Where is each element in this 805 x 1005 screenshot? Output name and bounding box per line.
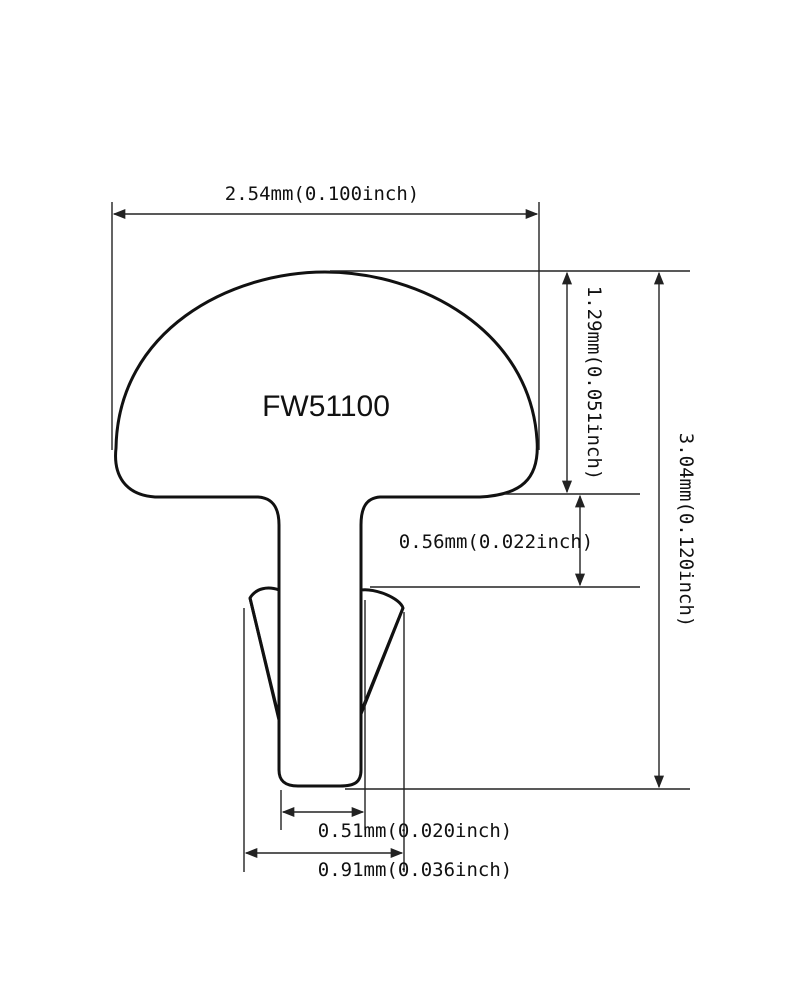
crown-width-label: 2.54mm(0.100inch) — [225, 183, 419, 205]
shoulder-gap-label: 0.56mm(0.022inch) — [399, 531, 593, 553]
tang-barb-right — [359, 588, 405, 714]
tang-edge-left — [248, 597, 281, 719]
fret-crown-outline — [114, 270, 539, 788]
total-height-label: 3.04mm(0.120inch) — [675, 433, 697, 627]
model-label: FW51100 — [262, 390, 390, 423]
barb-width-label: 0.91mm(0.036inch) — [318, 859, 512, 881]
tang-edge-right — [359, 607, 405, 715]
crown-height-label: 1.29mm(0.051inch) — [583, 286, 605, 480]
tang-width-label: 0.51mm(0.020inch) — [318, 820, 512, 842]
